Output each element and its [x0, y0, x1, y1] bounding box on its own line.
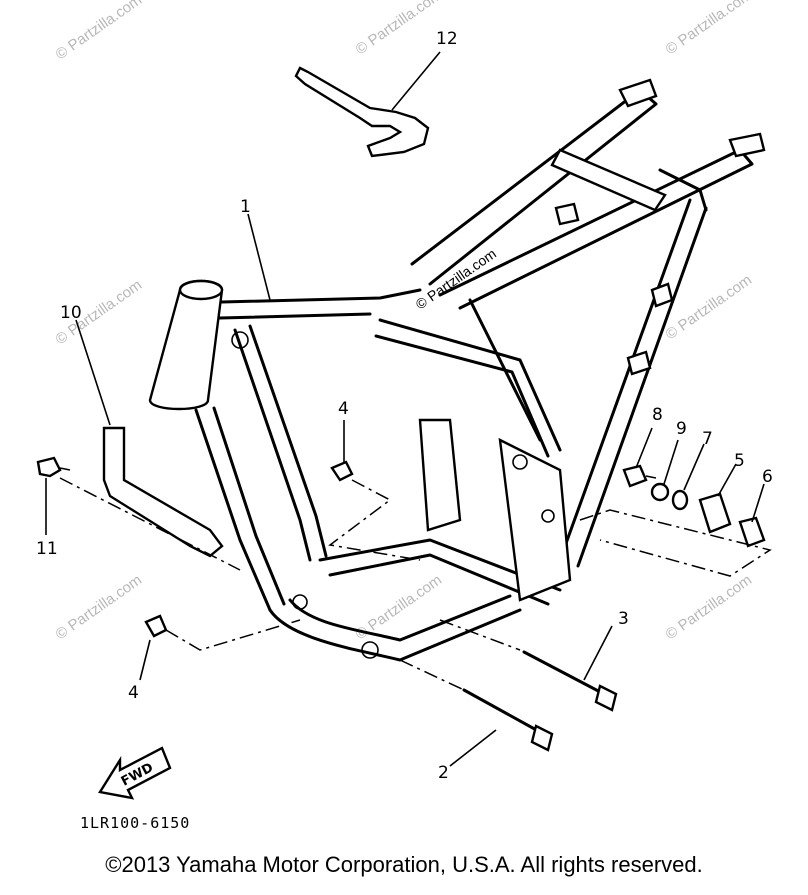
- watermark: © Partzilla.com: [663, 0, 756, 58]
- callout-1: 1: [240, 197, 251, 217]
- callout-4: 4: [128, 683, 139, 703]
- callout-9: 9: [676, 419, 687, 439]
- watermark: © Partzilla.com: [663, 571, 756, 643]
- watermark: © Partzilla.com: [53, 0, 146, 63]
- callout-7: 7: [702, 429, 713, 449]
- watermark: © Partzilla.com: [353, 0, 446, 58]
- callouts: 1 12 10 11 4 4 3 2 8 9 7 5 6: [36, 29, 773, 783]
- frame: [148, 78, 766, 662]
- fwd-arrow: FWD: [98, 746, 172, 800]
- part-2-3-bolts: [462, 650, 618, 752]
- callout-3: 3: [618, 609, 629, 629]
- part-11-bolt: [36, 456, 71, 478]
- watermark: © Partzilla.com: [663, 271, 756, 343]
- callout-11: 11: [36, 539, 58, 559]
- part-4-nuts: [144, 460, 354, 638]
- callout-8: 8: [652, 405, 663, 425]
- part-10-bracket: [102, 426, 224, 558]
- part-12-tool: [294, 66, 430, 158]
- callout-10: 10: [60, 303, 82, 323]
- assembly-lines: [59, 477, 772, 691]
- watermark: © Partzilla.com: [53, 571, 146, 643]
- callout-5: 5: [734, 451, 745, 471]
- callout-4: 4: [338, 399, 349, 419]
- leader-lines: [45, 51, 765, 767]
- callout-6: 6: [762, 467, 773, 487]
- copyright-footer: ©2013 Yamaha Motor Corporation, U.S.A. A…: [105, 852, 703, 877]
- drawing-code: 1LR100-6150: [80, 814, 190, 832]
- callout-12: 12: [436, 29, 458, 49]
- callout-2: 2: [438, 763, 449, 783]
- parts-5-9: [622, 464, 766, 548]
